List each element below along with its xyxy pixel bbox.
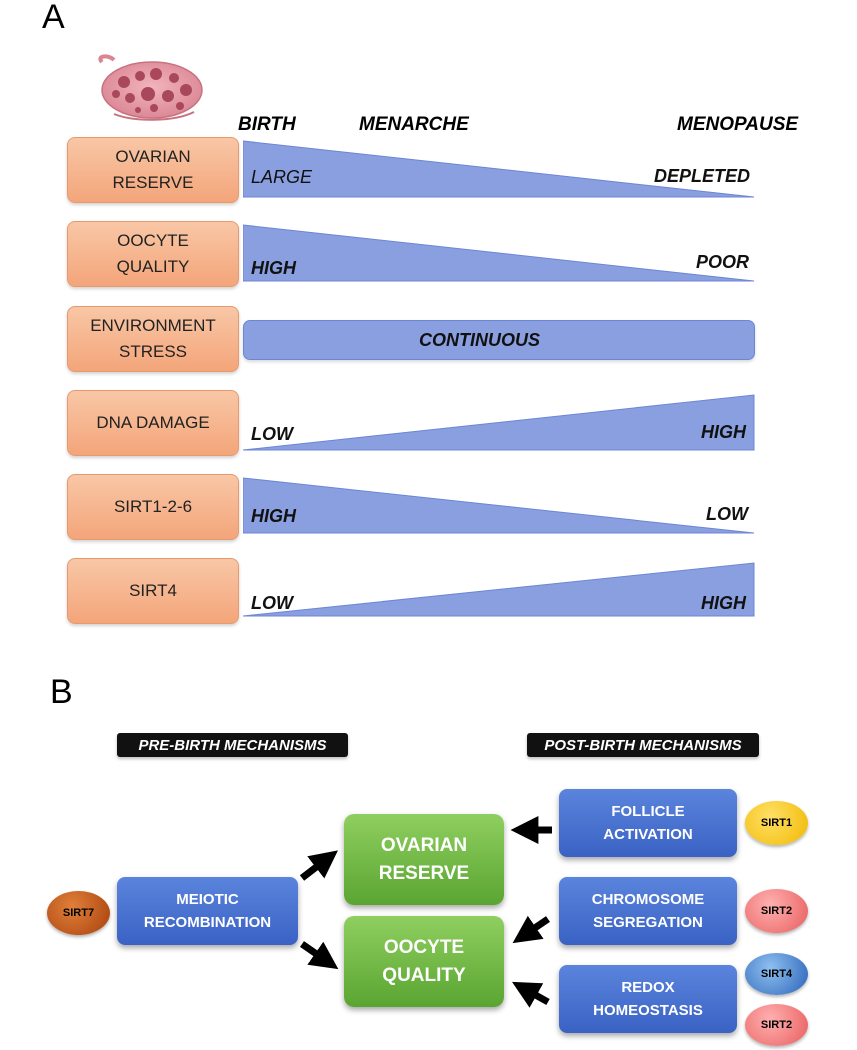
row-label-oocyte-quality: OOCYTE QUALITY: [67, 221, 239, 287]
stage-menarche: MENARCHE: [359, 114, 469, 135]
redox-homeostasis-box: REDOX HOMEOSTASIS: [559, 965, 737, 1033]
stage-menopause: MENOPAUSE: [677, 114, 799, 135]
ovarian-reserve-start-text: LARGE: [251, 167, 313, 187]
row-label-sirt4: SIRT4: [67, 558, 239, 624]
dna-damage-start-text: LOW: [251, 424, 293, 444]
row-label-dna-damage: DNA DAMAGE: [67, 390, 239, 456]
environment-stress-center-text: CONTINUOUS: [419, 330, 540, 350]
sirt2-chromosome-badge: SIRT2: [745, 889, 808, 933]
chromosome-segregation-box: CHROMOSOME SEGREGATION: [559, 877, 737, 945]
row-label-sirt1-2-6: SIRT1-2-6: [67, 474, 239, 540]
stage-birth: BIRTH: [238, 114, 296, 135]
sirt1-2-6-end-text: LOW: [706, 504, 748, 524]
arrow-meiotic-to-reserve: [299, 850, 338, 881]
sirt1-2-6-start-text: HIGH: [251, 506, 296, 526]
sirt2-redox-badge: SIRT2: [745, 1004, 808, 1046]
dna-damage-end-text: HIGH: [701, 422, 746, 442]
sirt4-start-text: LOW: [251, 593, 293, 613]
arrow-meiotic-to-quality: [300, 941, 339, 970]
panel-b-letter: B: [50, 673, 73, 711]
panel-a-letter: A: [42, 0, 65, 36]
arrow-chromosome-to-quality: [512, 915, 550, 944]
sirt4-end-text: HIGH: [701, 593, 746, 613]
sirt4-badge: SIRT4: [745, 953, 808, 995]
follicle-activation-box: FOLLICLE ACTIVATION: [559, 789, 737, 857]
wedge-sirt4: [243, 562, 755, 617]
post-birth-header: POST-BIRTH MECHANISMS: [527, 733, 759, 757]
wedge-dna-damage: [243, 394, 755, 451]
oocyte-quality-start-text: HIGH: [251, 258, 296, 278]
arrow-redox-to-quality: [512, 981, 550, 1008]
oocyte-quality-end-text: POOR: [696, 252, 750, 272]
wedge-sirt1-2-6: [243, 477, 755, 534]
ovarian-reserve-end-text: DEPLETED: [654, 166, 751, 186]
meiotic-recombination-box: MEIOTIC RECOMBINATION: [117, 877, 298, 945]
sirt1-badge: SIRT1: [745, 801, 808, 845]
ovarian-reserve-box: OVARIAN RESERVE: [344, 814, 504, 905]
sirt7-badge: SIRT7: [47, 891, 110, 935]
ovary-illustration: [98, 54, 203, 121]
wedge-ovarian-reserve: [243, 140, 755, 198]
bar-environment-stress: [243, 320, 755, 360]
pre-birth-header: PRE-BIRTH MECHANISMS: [117, 733, 348, 757]
row-label-environment-stress: ENVIRONMENT STRESS: [67, 306, 239, 372]
wedge-oocyte-quality: [243, 224, 755, 282]
row-label-ovarian-reserve: OVARIAN RESERVE: [67, 137, 239, 203]
oocyte-quality-box: OOCYTE QUALITY: [344, 916, 504, 1007]
